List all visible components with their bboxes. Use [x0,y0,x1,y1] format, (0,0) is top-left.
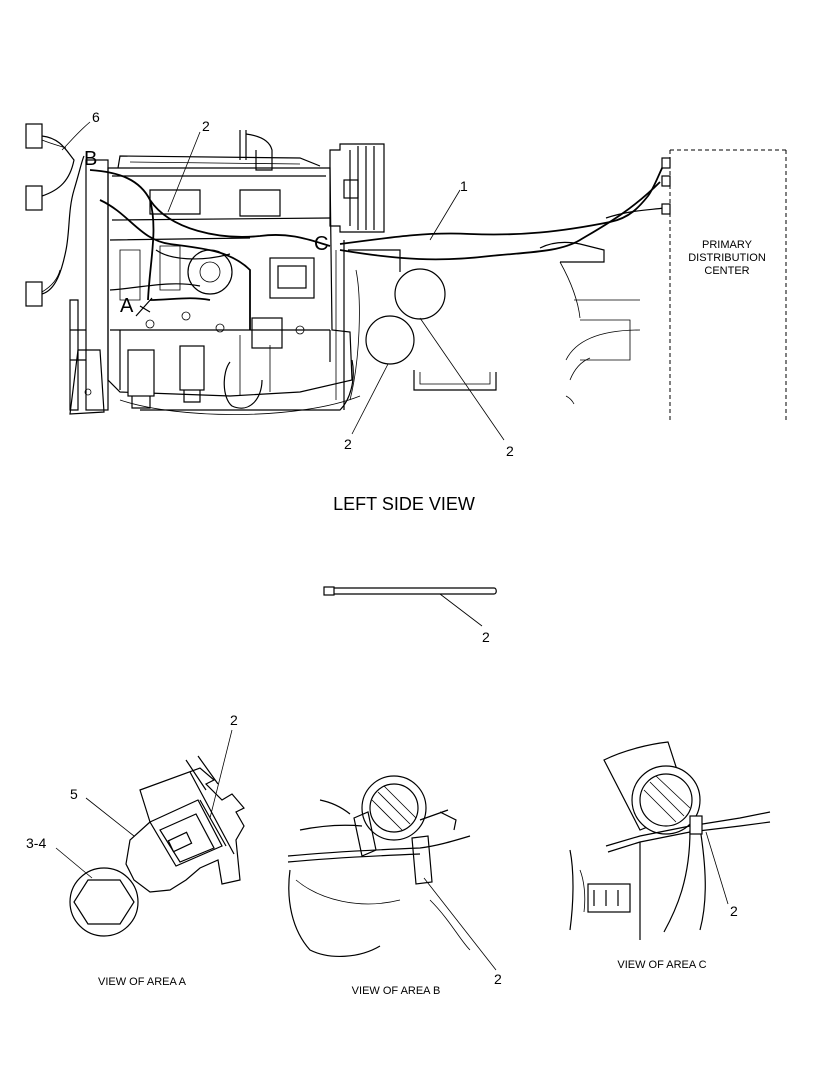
tie-strap-callout: 2 [482,629,490,645]
callout-2-top-tie: 2 [202,118,210,134]
view-c-leader [705,831,729,905]
callout-1-harness: 1 [460,178,468,194]
view-a-callout-5: 5 [70,786,78,802]
view-a-callout-2: 2 [230,712,238,728]
area-letter-a: A [120,295,134,317]
clip-circle-lower [365,315,415,365]
main-harness [339,157,671,261]
main-view-leaders [61,121,505,441]
distribution-line-2: DISTRIBUTION [688,252,766,264]
view-area-c-illustration [569,741,771,940]
view-area-a-caption: VIEW OF AREA A [98,976,187,988]
view-b-leader [423,877,497,971]
view-area-a-leaders [55,729,233,879]
view-area-b-caption: VIEW OF AREA B [352,985,441,997]
connector-bottom [25,281,43,307]
clip-circle-upper [394,268,446,320]
view-area-a-illustration [69,755,245,937]
tie-strap-illustration [323,586,497,627]
left-side-view-title: LEFT SIDE VIEW [333,494,475,514]
connector-middle [25,185,43,211]
view-b-callout-2: 2 [494,971,502,987]
connector-top [25,123,43,149]
distribution-line-1: PRIMARY [702,239,753,251]
area-letter-c: C [314,233,328,255]
distribution-line-3: CENTER [704,265,749,277]
callout-2-upper-clip: 2 [506,443,514,459]
distribution-center-box: PRIMARY DISTRIBUTION CENTER [669,149,787,420]
view-a-callout-3-4: 3-4 [26,835,46,851]
view-area-c-caption: VIEW OF AREA C [617,959,706,971]
area-letter-b: B [84,148,97,170]
view-area-b-illustration [287,775,471,957]
engine-illustration [25,123,641,415]
arrow-mark-a [135,297,153,317]
callout-2-lower-clip: 2 [344,436,352,452]
callout-6-harness-connector: 6 [92,109,100,125]
view-c-callout-2: 2 [730,903,738,919]
